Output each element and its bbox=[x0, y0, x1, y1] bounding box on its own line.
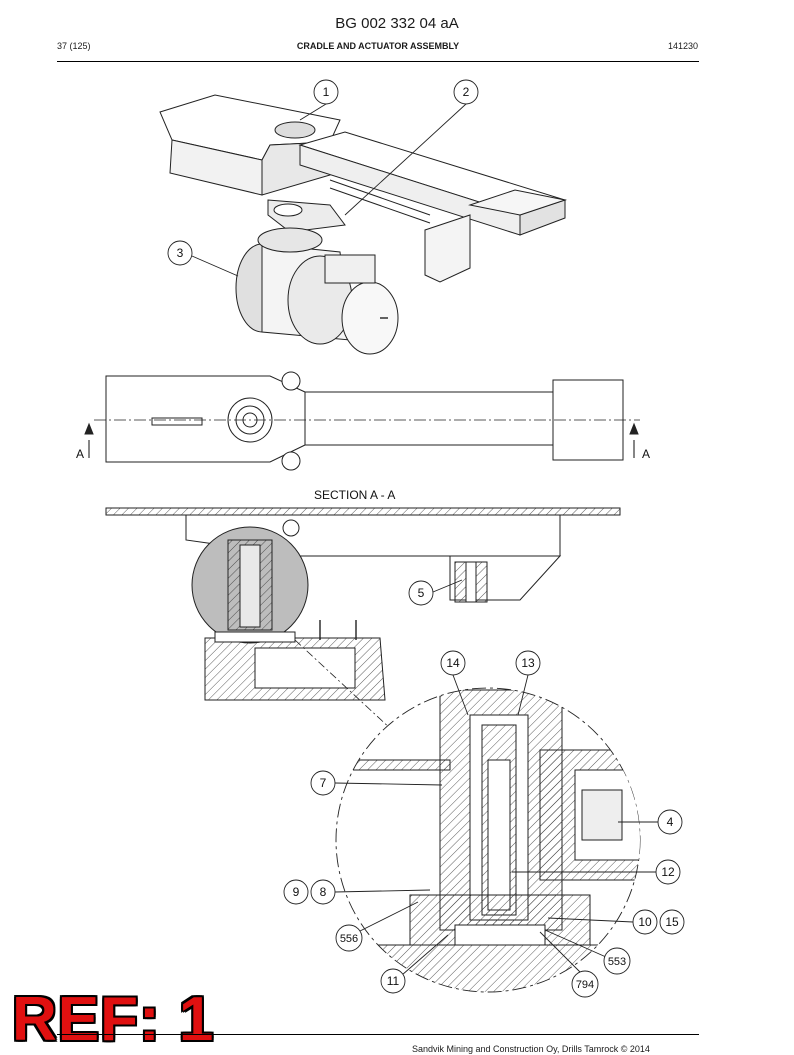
callout-label-556: 556 bbox=[340, 933, 358, 945]
callouts bbox=[167, 79, 685, 998]
callout-label-10: 10 bbox=[638, 915, 652, 929]
callout-8 bbox=[310, 879, 336, 905]
callout-label-553: 553 bbox=[608, 956, 626, 968]
callout-label-14: 14 bbox=[446, 656, 460, 670]
callout-10 bbox=[632, 909, 658, 935]
section-title: SECTION A - A bbox=[314, 488, 395, 502]
callout-5 bbox=[408, 580, 434, 606]
plan-view bbox=[84, 371, 640, 471]
isometric-view bbox=[159, 94, 567, 355]
callout-label-13: 13 bbox=[521, 656, 535, 670]
footer-rule bbox=[57, 1034, 699, 1035]
ref-stamp: REF: 1 bbox=[12, 985, 215, 1054]
detail-view bbox=[335, 687, 641, 993]
section-marker-right: A bbox=[642, 447, 650, 461]
callout-label-11: 11 bbox=[387, 974, 400, 988]
footer-copyright: Sandvik Mining and Construction Oy, Dril… bbox=[412, 1044, 650, 1054]
callout-556 bbox=[335, 924, 363, 952]
callout-7 bbox=[310, 770, 336, 796]
callout-12 bbox=[655, 859, 681, 885]
header-rule bbox=[57, 61, 699, 62]
callout-11 bbox=[380, 968, 406, 994]
section-view bbox=[105, 507, 621, 731]
callout-3 bbox=[167, 240, 193, 266]
callout-label-4: 4 bbox=[667, 815, 674, 829]
callout-labels: 1 2 3 5 14 13 7 4 12 9 8 10 15 556 553 1… bbox=[177, 85, 679, 991]
callout-2 bbox=[453, 79, 479, 105]
sheet-title: CRADLE AND ACTUATOR ASSEMBLY bbox=[296, 41, 460, 51]
callout-14 bbox=[440, 650, 466, 676]
section-marker-left: A bbox=[76, 447, 84, 461]
callout-13 bbox=[515, 650, 541, 676]
callout-label-9: 9 bbox=[293, 885, 300, 899]
page-reference: 37 (125) bbox=[57, 41, 91, 51]
callout-553 bbox=[603, 947, 631, 975]
callout-label-12: 12 bbox=[661, 865, 675, 879]
document-number: BG 002 332 04 aA bbox=[335, 15, 459, 32]
callout-label-7: 7 bbox=[320, 776, 327, 790]
callout-15 bbox=[659, 909, 685, 935]
callout-4 bbox=[657, 809, 683, 835]
callout-label-1: 1 bbox=[323, 85, 330, 99]
callout-label-15: 15 bbox=[665, 915, 679, 929]
callout-9 bbox=[283, 879, 309, 905]
callout-label-794: 794 bbox=[576, 979, 594, 991]
section-labels: A A SECTION A - A bbox=[76, 447, 650, 502]
callout-794 bbox=[571, 970, 599, 998]
callout-label-2: 2 bbox=[463, 85, 470, 99]
document-code: 141230 bbox=[667, 41, 698, 51]
callout-label-8: 8 bbox=[320, 885, 327, 899]
callout-1 bbox=[313, 79, 339, 105]
callout-label-3: 3 bbox=[177, 246, 184, 260]
callout-label-5: 5 bbox=[418, 586, 425, 600]
